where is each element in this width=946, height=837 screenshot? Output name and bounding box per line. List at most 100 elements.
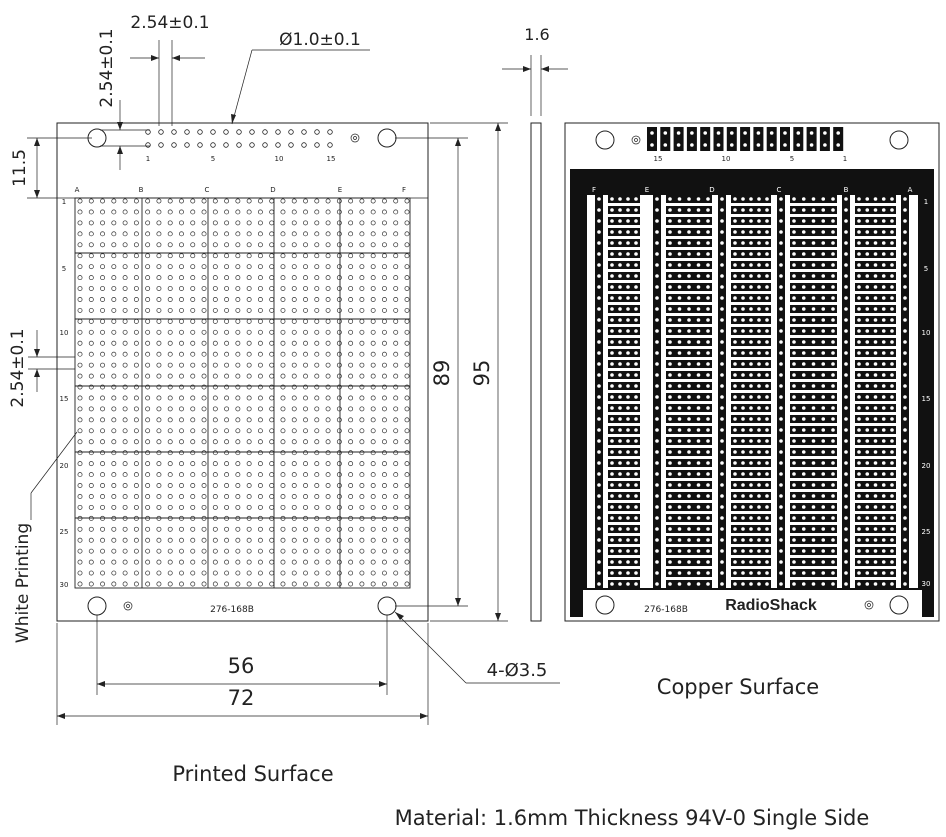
grid-hole [393, 329, 399, 335]
copper-hole [610, 417, 614, 421]
grid-hole [88, 209, 94, 215]
copper-hole [865, 461, 870, 465]
copper-hole [677, 241, 682, 245]
grid-hole [269, 395, 275, 401]
header-hole [210, 142, 216, 148]
grid-hole [246, 450, 252, 456]
copper-hole [844, 351, 848, 355]
copper-hole [844, 582, 848, 586]
copper-hole [792, 296, 796, 300]
grid-hole [133, 329, 139, 335]
header-pad-hole [676, 143, 681, 147]
copper-hole [903, 439, 907, 443]
grid-hole [179, 504, 184, 510]
copper-hole [831, 450, 835, 454]
copper-hole [811, 505, 816, 509]
grid-hole [314, 526, 320, 532]
copper-hole [765, 395, 769, 399]
grid-hole [212, 417, 218, 423]
copper-hole [706, 428, 710, 432]
header-pad-hole [703, 131, 707, 135]
copper-hole [903, 450, 907, 454]
copper-hole [865, 516, 870, 520]
grid-hole [179, 318, 184, 324]
copper-hole [655, 274, 659, 278]
copper-hole [801, 329, 806, 333]
copper-hole [618, 329, 622, 333]
copper-hole [821, 417, 826, 421]
grid-hole [235, 362, 241, 368]
copper-hole [903, 340, 907, 344]
copper-hole [857, 296, 861, 300]
copper-row-strip [608, 283, 640, 291]
copper-hole [821, 527, 826, 531]
grid-hole [359, 329, 365, 335]
copper-hole [821, 362, 826, 366]
copper-hole [811, 406, 816, 410]
grid-hole [145, 406, 151, 412]
copper-hole [634, 362, 638, 366]
grid-hole [280, 417, 286, 423]
copper-hole [779, 252, 783, 256]
grid-hole [88, 231, 94, 237]
copper-hole [844, 527, 848, 531]
grid-hole [201, 340, 207, 346]
grid-hole [201, 581, 207, 587]
copper-hole [881, 516, 886, 520]
header-offset-arrow-top [34, 138, 40, 146]
copper-hole [792, 197, 796, 201]
copper-column-f: F [592, 186, 596, 194]
copper-hole [801, 373, 806, 377]
copper-hole [741, 318, 745, 322]
copper-hole [618, 241, 622, 245]
copper-hole [634, 340, 638, 344]
copper-hole [890, 538, 894, 542]
copper-hole [618, 472, 622, 476]
grid-hole [145, 472, 151, 478]
grid-hole [156, 570, 162, 576]
grid-hole [303, 537, 308, 543]
copper-hole [720, 549, 724, 553]
grid-hole [190, 406, 196, 412]
hole-diameter-label: Ø1.0±0.1 [279, 30, 361, 50]
header-pad [753, 127, 764, 151]
copper-hole [831, 395, 835, 399]
copper-hole [687, 417, 691, 421]
grid-hole [269, 450, 275, 456]
copper-hole [890, 285, 894, 289]
copper-hole [706, 505, 710, 509]
grid-hole [382, 526, 387, 532]
copper-hole [765, 197, 769, 201]
header-pad [686, 127, 697, 151]
copper-hole [597, 395, 601, 399]
copper-hole [749, 494, 753, 498]
grid-hole [179, 548, 184, 554]
grid-hole [303, 286, 308, 291]
grid-hole [370, 537, 376, 543]
copper-hole [610, 505, 614, 509]
copper-hole [741, 219, 745, 223]
grid-hole [359, 351, 365, 357]
copper-hole [597, 428, 601, 432]
copper-hole [687, 296, 691, 300]
grid-hole [77, 198, 83, 204]
copper-hole [668, 560, 672, 564]
copper-hole [881, 307, 886, 311]
copper-hole [857, 395, 861, 399]
copper-hole [811, 417, 816, 421]
grid-hole [77, 559, 83, 565]
grid-hole [348, 472, 354, 478]
copper-row-strip [608, 360, 640, 368]
copper-hole [857, 406, 861, 410]
grid-hole [190, 209, 196, 215]
copper-hole [741, 373, 745, 377]
grid-hole [133, 450, 139, 456]
grid-hole [280, 198, 286, 204]
copper-hole [844, 241, 848, 245]
copper-hole [844, 219, 848, 223]
grid-hole [280, 373, 286, 379]
copper-hole [903, 197, 907, 201]
copper-hole [821, 329, 826, 333]
copper-hole [687, 329, 691, 333]
grid-hole [359, 472, 365, 478]
